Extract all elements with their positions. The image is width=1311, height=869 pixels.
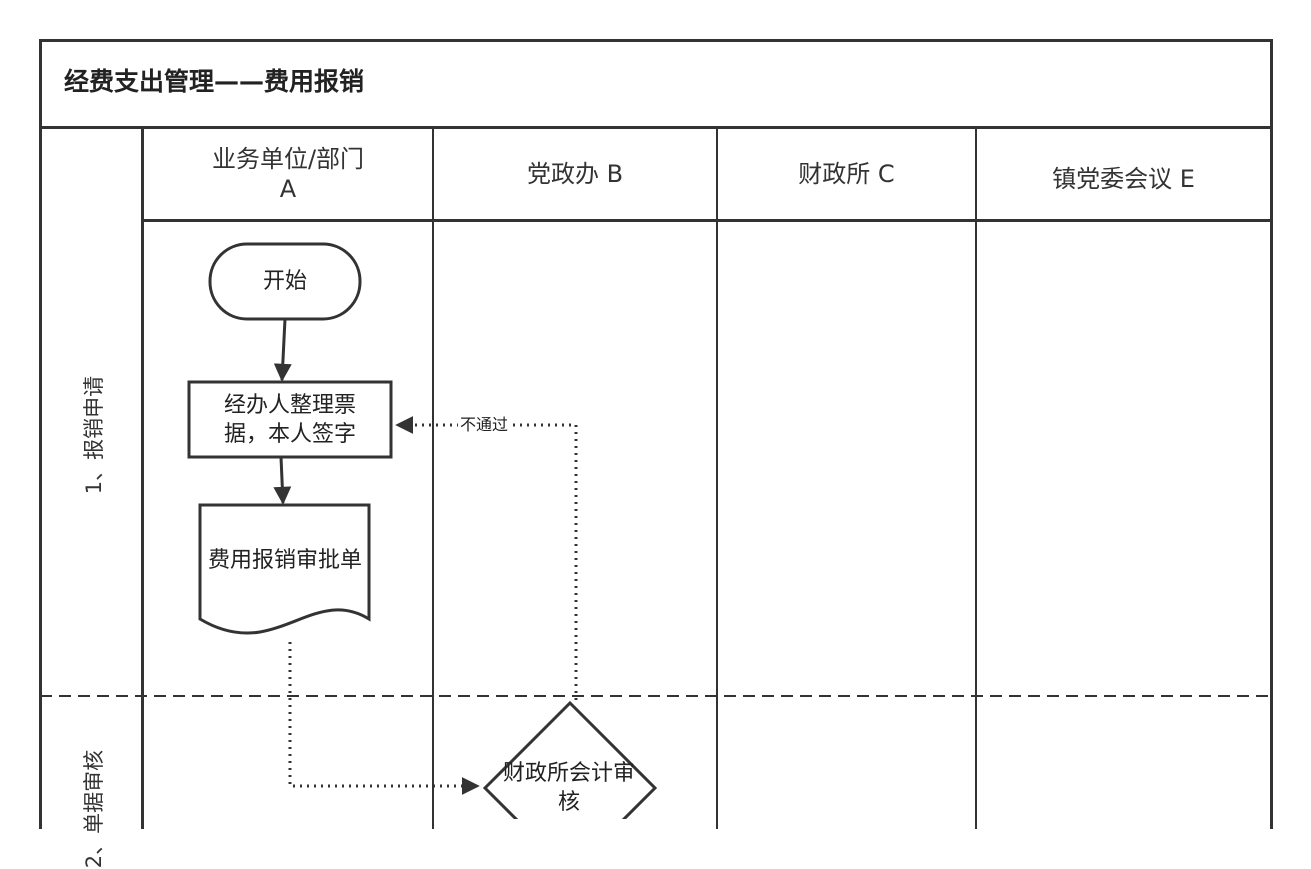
frame-right-border (1270, 39, 1273, 829)
lane-header-e: 镇党委会议 E (1052, 165, 1195, 193)
lane-header-a: 业务单位/部门 A (211, 145, 365, 203)
audit-decision-label: 财政所会计审核 (503, 761, 636, 815)
lane-divider-bc (716, 129, 718, 829)
lane-divider-ab (432, 129, 434, 829)
flowchart-canvas (40, 242, 1270, 819)
frame-left-border (39, 39, 42, 829)
form-document-shape[interactable] (198, 503, 371, 635)
edge-audit-reject-to-organize (395, 416, 578, 700)
organize-process-shape[interactable] (187, 380, 393, 459)
frame-top-border (40, 39, 1272, 42)
edge-start-to-organize (273, 318, 292, 382)
form-document-label: 费用报销审批单 (207, 547, 362, 573)
header-divider (143, 219, 1270, 222)
audit-decision-shape[interactable] (482, 700, 658, 819)
edge-organize-to-form (273, 456, 292, 505)
edge-form-to-audit (288, 642, 480, 795)
diagram-title: 经费支出管理——费用报销 (64, 67, 365, 96)
lane-divider-ce (975, 129, 977, 829)
phase-column-divider (141, 129, 144, 829)
edge-label-reject: 不通过 (458, 415, 511, 434)
start-terminal-label: 开始 (262, 269, 307, 294)
organize-process-label: 经办人整理票据，本人签字 (223, 392, 356, 447)
lane-header-b: 党政办 B (526, 160, 624, 188)
lane-header-c: 财政所 C (798, 160, 895, 188)
title-divider (40, 126, 1270, 129)
